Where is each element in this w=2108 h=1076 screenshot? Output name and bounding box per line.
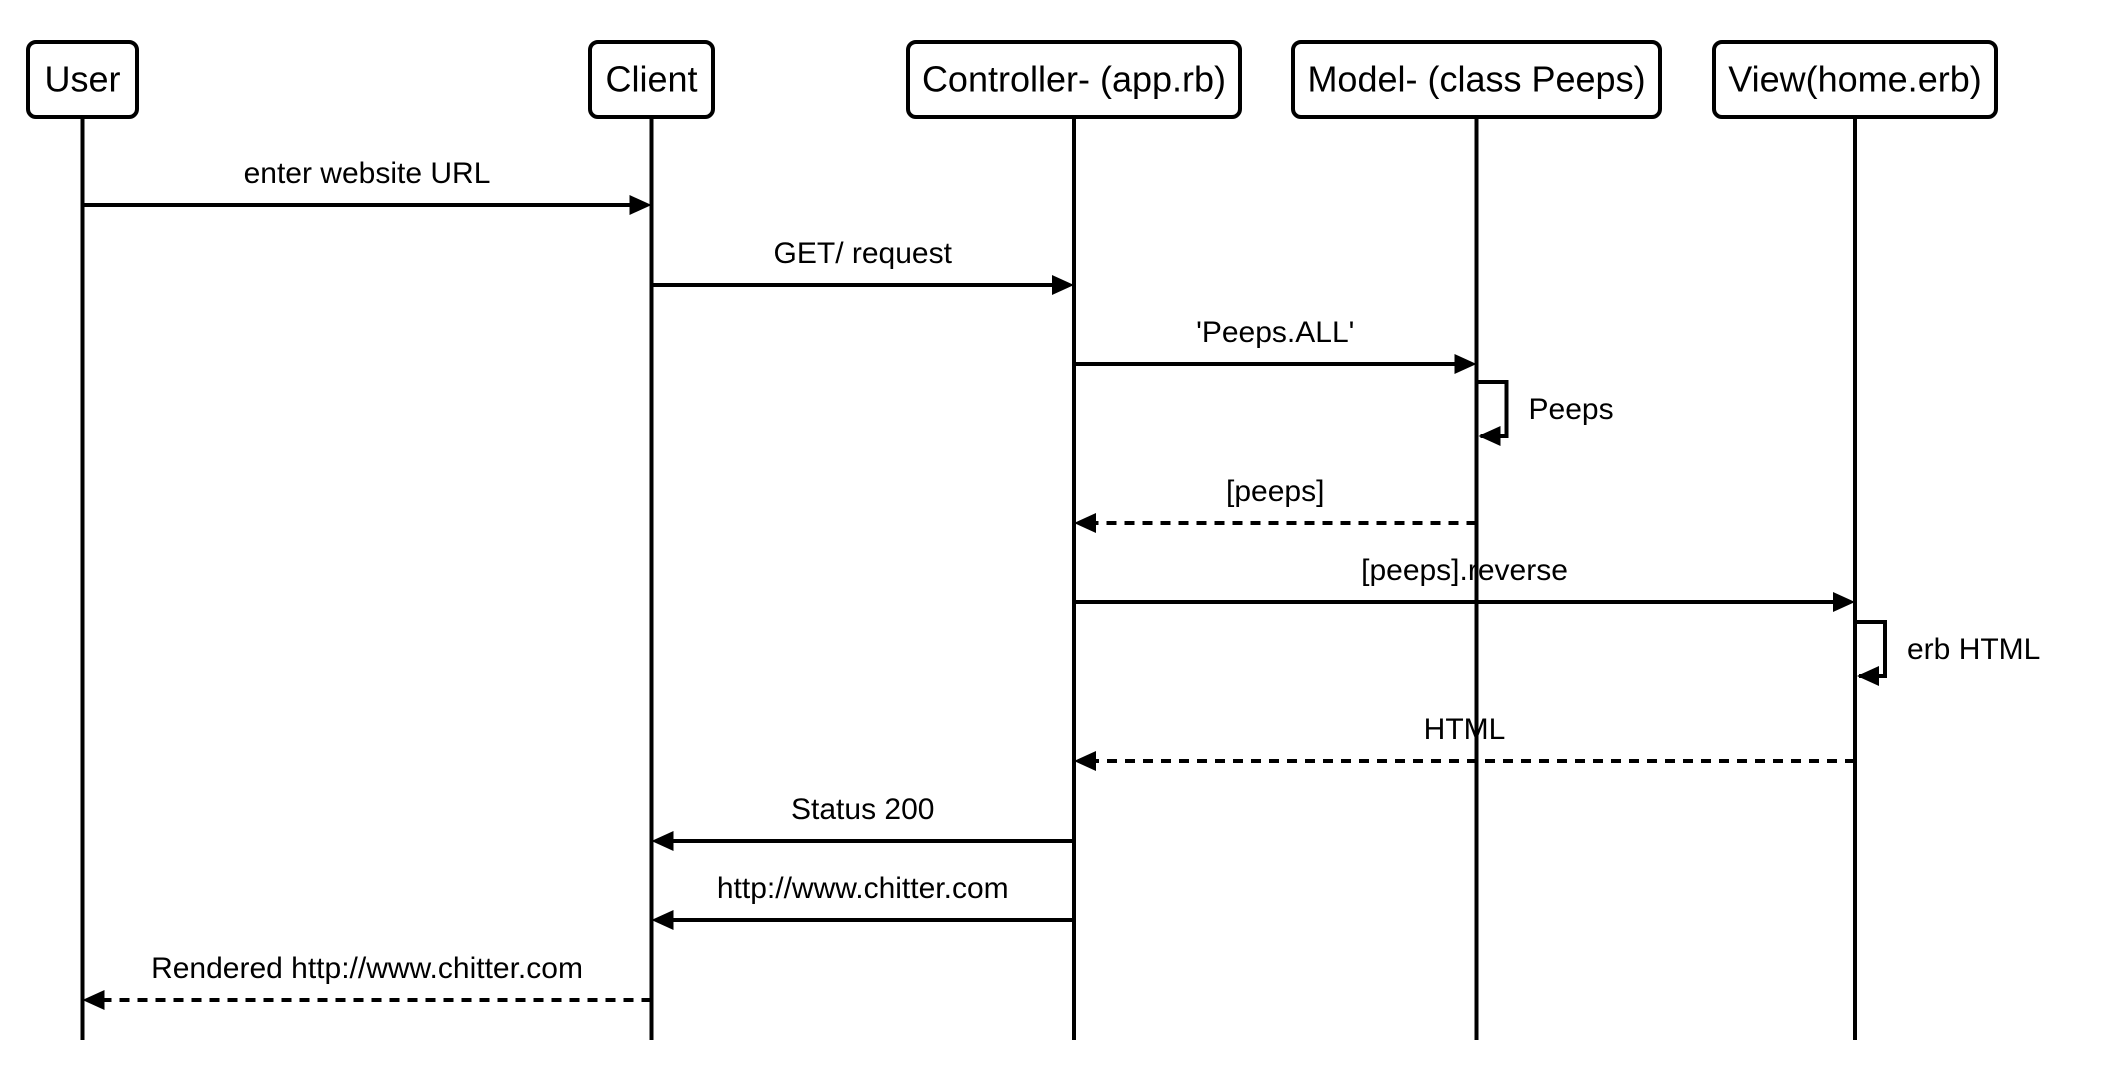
message-label: 'Peeps.ALL' <box>1196 316 1354 349</box>
message-0: enter website URL <box>82 157 652 215</box>
message-9: http://www.chitter.com <box>651 872 1074 930</box>
message-1: GET/ request <box>651 237 1074 295</box>
actor-box-client <box>588 40 715 119</box>
message-8: Status 200 <box>651 793 1074 851</box>
message-label: Peeps <box>1529 393 1614 426</box>
actor-box-controller <box>906 40 1242 119</box>
arrow-head <box>82 990 105 1010</box>
actor-label-user: User <box>44 59 120 100</box>
arrow-head <box>651 831 674 851</box>
message-label: [peeps] <box>1226 475 1324 508</box>
actor-view: View(home.erb) <box>1712 40 1998 119</box>
actor-box-user <box>26 40 139 119</box>
actor-box-model <box>1291 40 1662 119</box>
message-2: 'Peeps.ALL' <box>1074 316 1477 374</box>
arrow-head <box>1857 666 1879 686</box>
actor-model: Model- (class Peeps) <box>1291 40 1662 119</box>
message-label: erb HTML <box>1907 633 2040 666</box>
message-5: [peeps].reverse <box>1074 554 1855 612</box>
actor-label-controller: Controller- (app.rb) <box>922 59 1226 100</box>
arrow-head <box>1478 426 1501 446</box>
arrow-head <box>1074 513 1096 533</box>
message-label: HTML <box>1424 713 1506 746</box>
arrow-head <box>629 195 652 215</box>
arrow-head <box>1074 751 1096 771</box>
message-label: http://www.chitter.com <box>717 872 1009 905</box>
actor-box-view <box>1712 40 1998 119</box>
arrow-head <box>1833 592 1855 612</box>
actor-label-client: Client <box>605 59 697 100</box>
message-7: HTML <box>1074 713 1855 771</box>
message-label: [peeps].reverse <box>1361 554 1568 587</box>
actor-client: Client <box>588 40 715 119</box>
message-label: GET/ request <box>774 237 953 270</box>
message-label: enter website URL <box>244 157 491 190</box>
actor-label-view: View(home.erb) <box>1728 59 1981 100</box>
actor-label-model: Model- (class Peeps) <box>1307 59 1645 100</box>
arrow-head <box>651 910 674 930</box>
message-10: Rendered http://www.chitter.com <box>82 952 652 1010</box>
message-label: Rendered http://www.chitter.com <box>151 952 583 985</box>
lifelines <box>80 117 1857 1040</box>
message-3: Peeps <box>1476 380 1614 446</box>
actor-user: User <box>26 40 139 119</box>
message-6: erb HTML <box>1855 620 2040 686</box>
message-label: Status 200 <box>791 793 934 826</box>
actor-controller: Controller- (app.rb) <box>906 40 1242 119</box>
self-loop-line <box>1855 620 1887 678</box>
arrow-head <box>1454 354 1477 374</box>
message-4: [peeps] <box>1074 475 1477 533</box>
self-loop-line <box>1476 380 1509 438</box>
arrow-head <box>1052 275 1074 295</box>
